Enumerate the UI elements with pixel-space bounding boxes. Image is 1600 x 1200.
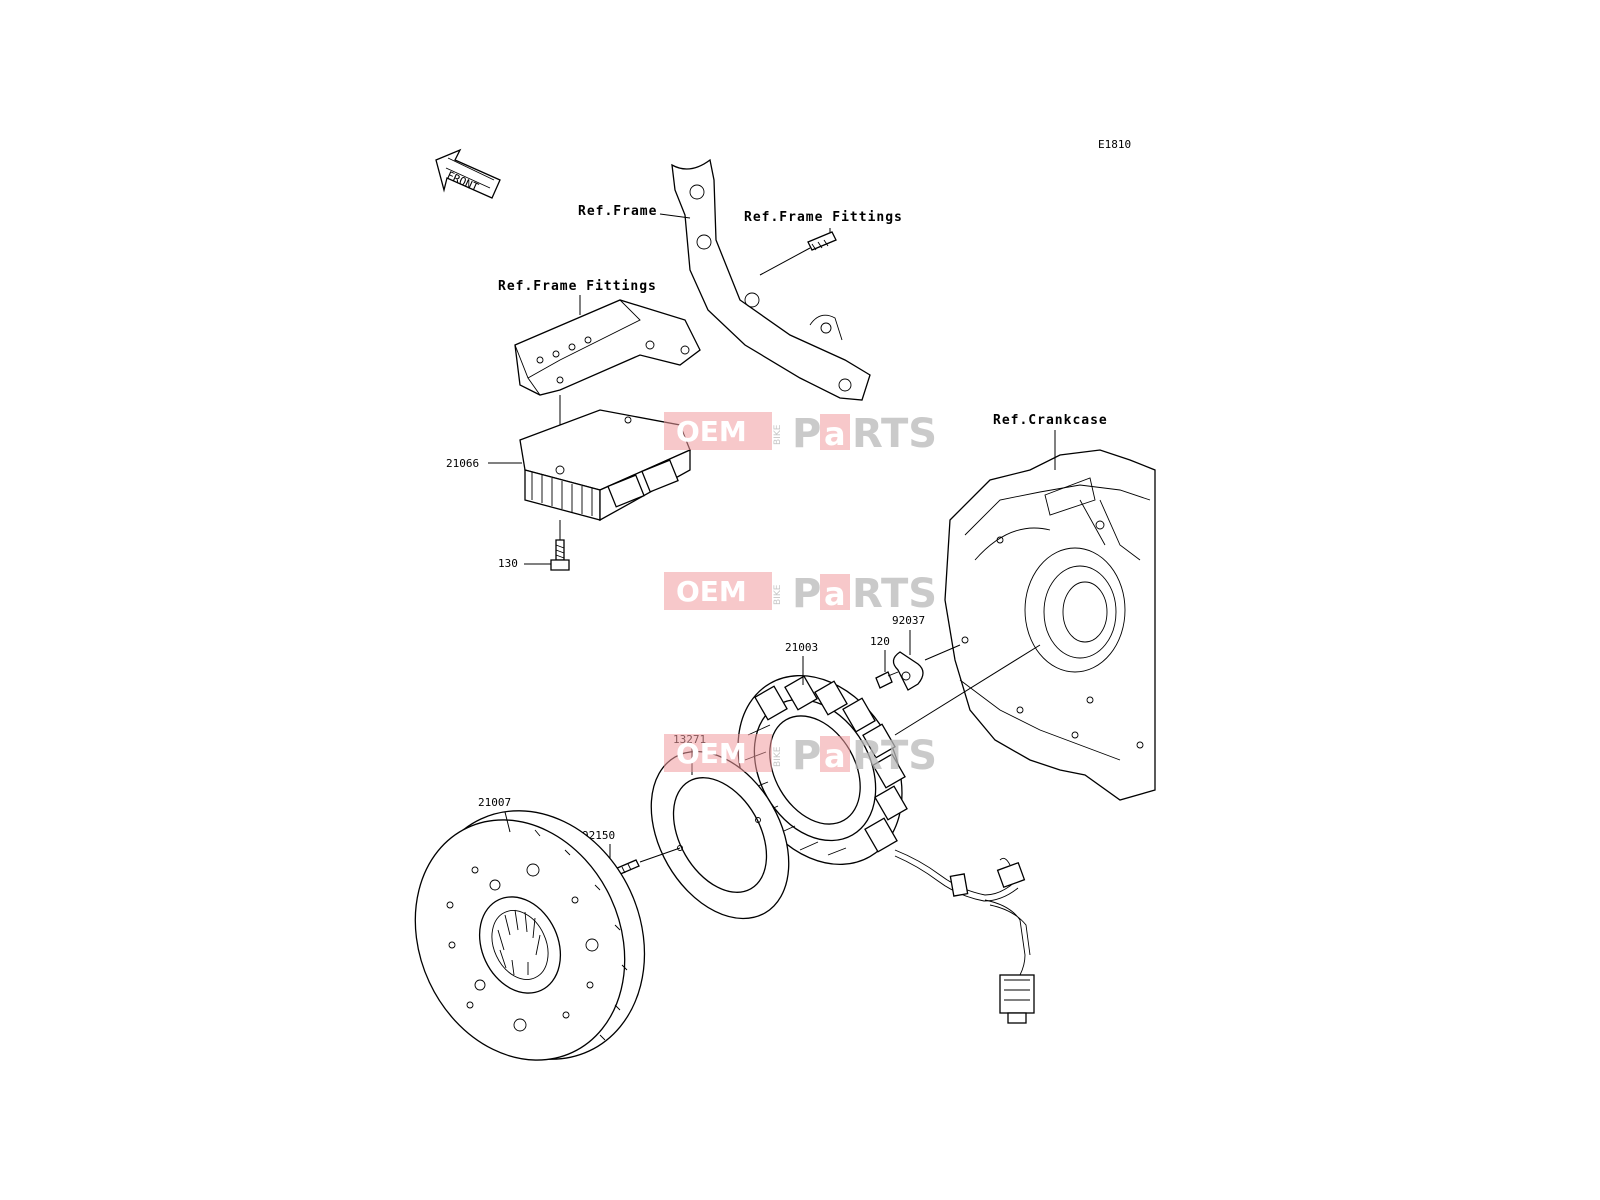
part-21007-label: 21007 xyxy=(478,796,511,809)
svg-text:RTS: RTS xyxy=(852,571,937,617)
svg-text:a: a xyxy=(824,737,846,775)
screw-120-icon xyxy=(875,671,899,689)
svg-text:a: a xyxy=(824,575,846,613)
plate-13271 xyxy=(650,750,790,920)
watermark-oem-parts: OEM BIKE P a RTS xyxy=(664,733,937,779)
ref-frame-fittings-right-label: Ref.Frame Fittings xyxy=(744,210,903,225)
part-92037-label: 92037 xyxy=(892,614,925,627)
ref-frame-label: Ref.Frame xyxy=(578,204,657,219)
ref-frame-leader xyxy=(659,213,691,219)
flywheel-rotor xyxy=(414,810,646,1061)
svg-text:P: P xyxy=(792,733,821,779)
part-120-label: 120 xyxy=(870,635,890,648)
crankcase xyxy=(944,449,1156,801)
frame-bolt-icon xyxy=(807,231,837,251)
frame-member xyxy=(671,158,871,401)
watermark-oem-parts: OEM BIKE P a RTS xyxy=(664,411,937,457)
svg-text:BIKE: BIKE xyxy=(773,746,783,767)
part-21066-label: 21066 xyxy=(446,457,479,470)
diagram-code: E1810 xyxy=(1098,138,1131,151)
svg-text:P: P xyxy=(792,571,821,617)
watermark-oem-parts: OEM BIKE P a RTS xyxy=(664,571,937,617)
part-21007-leader xyxy=(504,811,511,833)
mounting-bracket xyxy=(514,299,701,396)
svg-text:BIKE: BIKE xyxy=(773,584,783,605)
regulator-rectifier xyxy=(519,409,691,522)
ref-frame-fittings-left-label: Ref.Frame Fittings xyxy=(498,279,657,294)
ref-crankcase-label: Ref.Crankcase xyxy=(993,413,1108,428)
part-130-label: 130 xyxy=(498,557,518,570)
bolt-130-icon xyxy=(550,539,570,571)
svg-text:OEM: OEM xyxy=(676,737,747,770)
clamp-92037-icon xyxy=(892,651,924,691)
svg-text:OEM: OEM xyxy=(676,575,747,608)
svg-text:P: P xyxy=(792,411,821,457)
svg-text:a: a xyxy=(824,415,846,453)
svg-text:RTS: RTS xyxy=(852,733,937,779)
front-arrow-icon: FRONT xyxy=(435,148,501,199)
part-21003-label: 21003 xyxy=(785,641,818,654)
svg-text:RTS: RTS xyxy=(852,411,937,457)
wiring-harness xyxy=(894,849,1035,1024)
svg-text:BIKE: BIKE xyxy=(773,424,783,445)
svg-text:OEM: OEM xyxy=(676,415,747,448)
